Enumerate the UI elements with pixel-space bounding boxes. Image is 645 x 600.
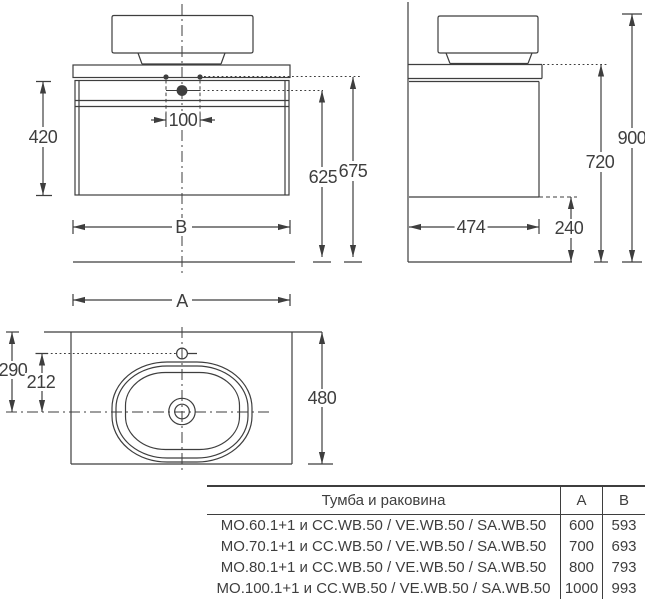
spec-table: Тумба и раковина A B MO.60.1+1 и CC.WB.5…: [207, 485, 645, 600]
table-row: MO.60.1+1 и CC.WB.50 / VE.WB.50 / SA.WB.…: [207, 514, 645, 536]
header-col-a: A: [560, 487, 602, 515]
dim-label-474: 474: [454, 217, 488, 237]
cell-a: 800: [560, 556, 602, 579]
cell-a: 700: [560, 535, 602, 557]
plan-view: [6, 294, 333, 473]
dim-label-420: 420: [26, 127, 60, 147]
header-col-b: B: [602, 487, 645, 515]
cell-a: 600: [560, 514, 602, 536]
dim-label-100: 100: [166, 110, 200, 130]
dim-label-212: 212: [24, 372, 58, 392]
cell-product: MO.80.1+1 и CC.WB.50 / VE.WB.50 / SA.WB.…: [220, 558, 547, 576]
cell-b: 693: [602, 535, 645, 557]
front-view: [36, 4, 362, 273]
table-row: MO.70.1+1 и CC.WB.50 / VE.WB.50 / SA.WB.…: [207, 535, 645, 557]
cell-a: 1000: [560, 578, 602, 600]
dim-label-B: B: [173, 217, 189, 237]
spec-table-header: Тумба и раковина A B: [207, 487, 645, 515]
cell-b: 793: [602, 556, 645, 579]
table-row: MO.80.1+1 и CC.WB.50 / VE.WB.50 / SA.WB.…: [207, 556, 645, 579]
cell-product: MO.70.1+1 и CC.WB.50 / VE.WB.50 / SA.WB.…: [220, 537, 547, 555]
dim-label-720: 720: [583, 152, 617, 172]
dim-label-675: 675: [336, 161, 370, 181]
side-view: [407, 2, 642, 263]
dim-label-625: 625: [306, 167, 340, 187]
dim-label-480: 480: [305, 388, 339, 408]
header-product: Тумба и раковина: [207, 487, 560, 515]
dim-label-240: 240: [552, 218, 586, 238]
cell-b: 593: [602, 514, 645, 536]
cell-b: 993: [602, 578, 645, 600]
dim-label-900: 900: [615, 129, 645, 147]
cell-product: MO.100.1+1 и CC.WB.50 / VE.WB.50 / SA.WB…: [216, 580, 551, 598]
dim-label-A: A: [174, 291, 190, 311]
cell-product: MO.60.1+1 и CC.WB.50 / VE.WB.50 / SA.WB.…: [220, 516, 547, 534]
dim-label-290: 290: [0, 361, 30, 379]
table-row: MO.100.1+1 и CC.WB.50 / VE.WB.50 / SA.WB…: [207, 578, 645, 600]
